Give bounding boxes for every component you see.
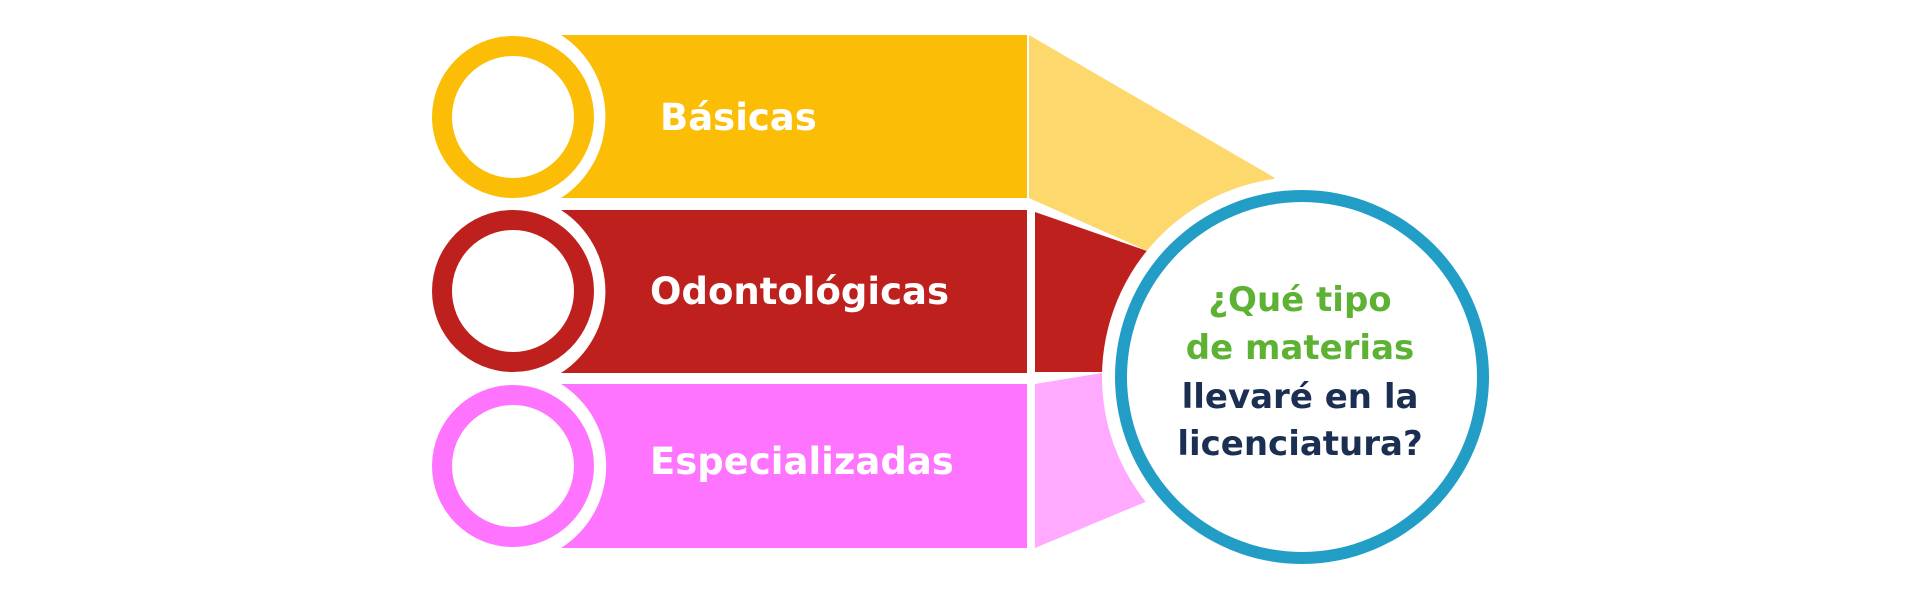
question-line-2: de materias [1186, 328, 1415, 368]
odontologicas-ring-hole [452, 230, 574, 352]
question-line-1: ¿Qué tipo [1208, 280, 1391, 320]
question-inner [1127, 202, 1477, 552]
basicas-label: Básicas [660, 96, 817, 139]
basicas-band [561, 35, 1027, 198]
category-row-basicas: Básicas [432, 35, 1027, 198]
odontologicas-label: Odontológicas [650, 270, 949, 313]
especializadas-ring-hole [452, 405, 574, 527]
category-row-odontologicas: Odontológicas [432, 210, 1027, 373]
odontologicas-band [561, 210, 1027, 373]
question-line-4: licenciatura? [1177, 424, 1422, 464]
question-bubble: ¿Qué tipo de materias llevaré en la lice… [1102, 177, 1502, 577]
basicas-ring-hole [452, 56, 574, 178]
question-line-3: llevaré en la [1182, 377, 1419, 417]
especializadas-label: Especializadas [650, 440, 954, 483]
especializadas-band [561, 384, 1027, 548]
category-row-especializadas: Especializadas [432, 384, 1027, 548]
